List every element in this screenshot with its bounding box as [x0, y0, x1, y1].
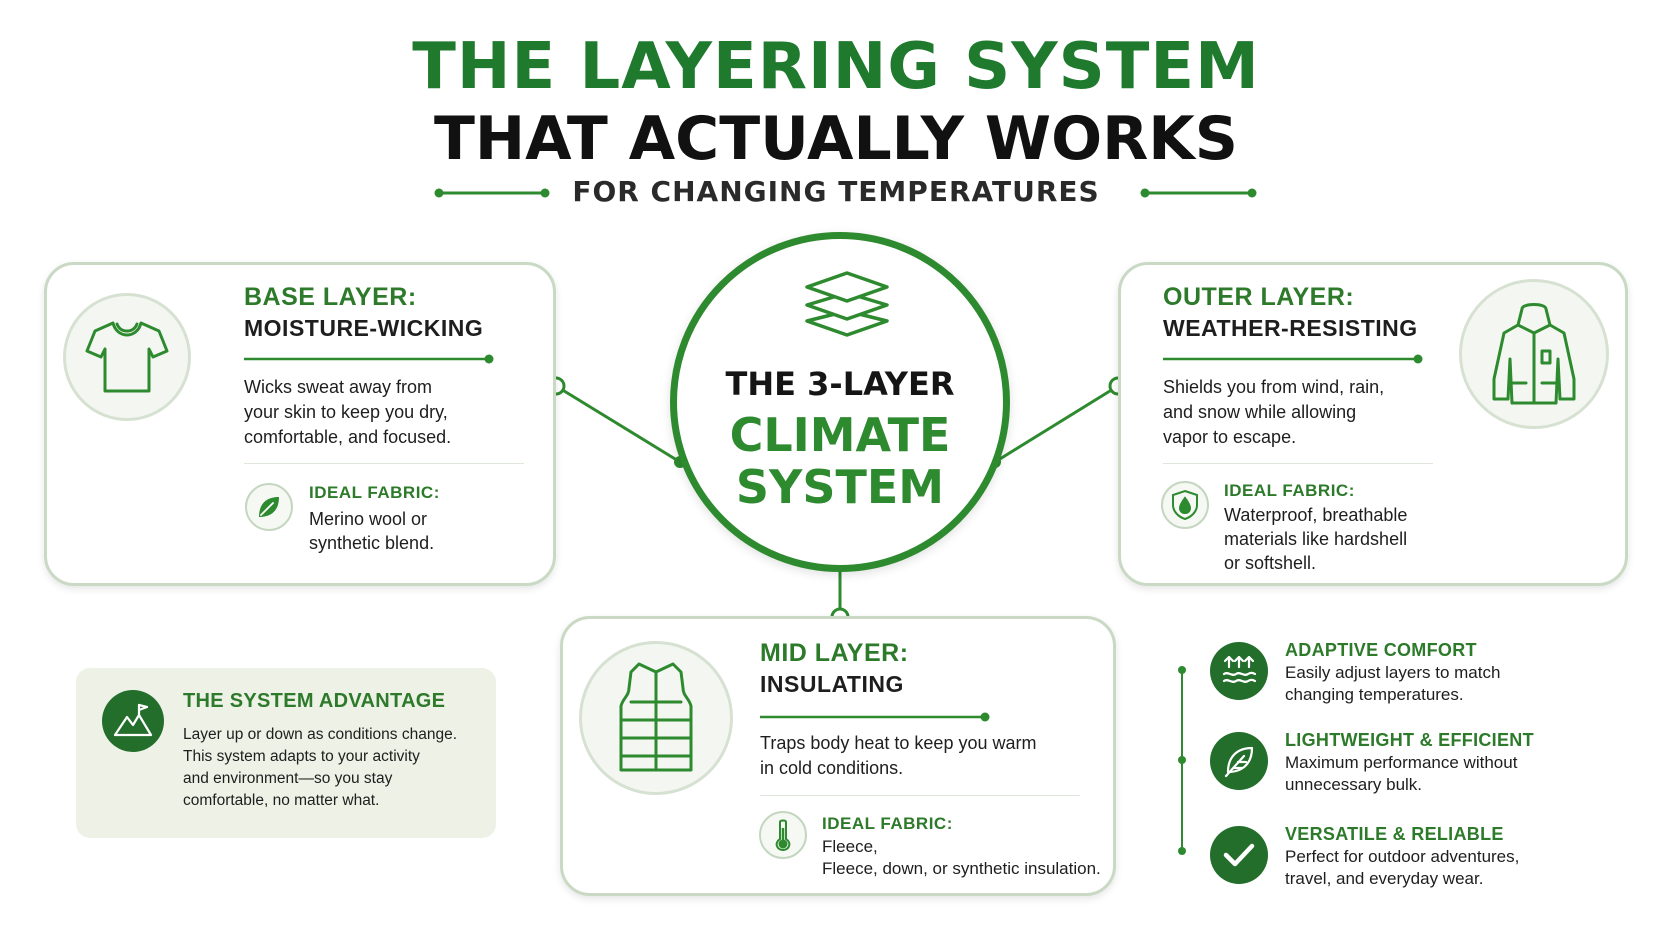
benefit-title: ADAPTIVE COMFORT	[1285, 640, 1477, 660]
mountain-flag-icon-circle	[102, 690, 164, 752]
outer-layer-divider	[1163, 463, 1433, 464]
center-title-line2: CLIMATE	[729, 408, 951, 462]
mid-layer-description: Traps body heat to keep you warm in cold…	[760, 733, 1037, 778]
center-circle: THE 3-LAYER CLIMATE SYSTEM	[670, 232, 1010, 572]
system-advantage-text: Layer up or down as conditions change. T…	[183, 726, 458, 809]
t-shirt-icon	[85, 321, 169, 393]
vest-icon	[619, 662, 693, 772]
jacket-icon	[1492, 303, 1576, 405]
outer-layer-underline	[1163, 354, 1423, 364]
leaf-icon	[259, 497, 279, 517]
outer-layer-description: Shields you from wind, rain, and snow wh…	[1163, 377, 1385, 447]
benefit-title: VERSATILE & RELIABLE	[1285, 824, 1504, 844]
center-title-line3: SYSTEM	[735, 460, 945, 514]
base-layer-divider	[244, 463, 524, 464]
base-layer-subtitle: MOISTURE-WICKING	[244, 315, 484, 341]
outer-layer-fabric-icon-circle	[1161, 481, 1209, 529]
benefit-title: LIGHTWEIGHT & EFFICIENT	[1285, 730, 1534, 750]
benefit-text: Easily adjust layers to match changing t…	[1285, 663, 1501, 704]
system-advantage-title: THE SYSTEM ADVANTAGE	[183, 690, 446, 712]
outer-layer-card: OUTER LAYER: WEATHER-RESISTING Shields y…	[1118, 262, 1628, 586]
outer-layer-fabric-text: Waterproof, breathable materials like ha…	[1224, 505, 1408, 573]
benefit-versatile-reliable: VERSATILE & RELIABLE Perfect for outdoor…	[1210, 824, 1650, 904]
checkmark-icon	[1223, 843, 1255, 867]
base-layer-card: BASE LAYER: MOISTURE-WICKING Wicks sweat…	[44, 262, 556, 586]
center-title-line1: THE 3-LAYER	[725, 365, 955, 403]
page-title-line2: THAT ACTUALLY WORKS	[434, 104, 1238, 174]
mid-layer-subtitle: INSULATING	[760, 671, 904, 697]
mid-layer-icon-circle	[579, 641, 733, 795]
system-advantage-box: THE SYSTEM ADVANTAGE Layer up or down as…	[76, 668, 496, 838]
outer-layer-fabric-label: IDEAL FABRIC:	[1224, 481, 1355, 500]
mid-layer-fabric-label: IDEAL FABRIC:	[822, 814, 953, 833]
feather-icon	[1224, 746, 1254, 778]
base-layer-fabric-icon-circle	[245, 483, 293, 531]
mountain-flag-icon	[113, 703, 153, 737]
mid-layer-card: MID LAYER: INSULATING Traps body heat to…	[560, 616, 1116, 896]
benefit-lightweight-efficient: LIGHTWEIGHT & EFFICIENT Maximum performa…	[1210, 730, 1650, 810]
benefit-adaptive-comfort: ADAPTIVE COMFORT Easily adjust layers to…	[1210, 640, 1650, 720]
heat-waves-icon-circle	[1210, 642, 1268, 700]
thermometer-icon	[775, 819, 791, 852]
base-layer-description: Wicks sweat away from your skin to keep …	[244, 377, 452, 447]
base-layer-title: BASE LAYER:	[244, 283, 417, 311]
feather-icon-circle	[1210, 732, 1268, 790]
water-shield-icon	[1172, 489, 1198, 521]
benefit-text: Perfect for outdoor adventures, travel, …	[1285, 847, 1520, 888]
page-title-line1: THE LAYERING SYSTEM	[412, 30, 1260, 104]
base-layer-fabric-text: Merino wool or synthetic blend.	[309, 509, 435, 553]
checkmark-icon-circle	[1210, 826, 1268, 884]
mid-layer-title: MID LAYER:	[760, 639, 909, 667]
base-layer-icon-circle	[63, 293, 191, 421]
base-layer-fabric-label: IDEAL FABRIC:	[309, 483, 440, 502]
outer-layer-icon-circle	[1459, 279, 1609, 429]
mid-layer-fabric-text: Fleece, Fleece, down, or synthetic insul…	[822, 837, 1101, 878]
mid-layer-underline	[760, 712, 990, 722]
mid-layer-fabric-icon-circle	[759, 811, 807, 859]
base-layer-underline	[244, 354, 494, 364]
page-subtitle: FOR CHANGING TEMPERATURES	[572, 175, 1100, 208]
mid-layer-divider	[760, 795, 1080, 796]
layers-icon	[805, 271, 889, 337]
heat-waves-icon	[1222, 655, 1257, 683]
outer-layer-subtitle: WEATHER-RESISTING	[1163, 315, 1418, 341]
benefit-text: Maximum performance without unnecessary …	[1285, 753, 1518, 794]
outer-layer-title: OUTER LAYER:	[1163, 283, 1355, 311]
